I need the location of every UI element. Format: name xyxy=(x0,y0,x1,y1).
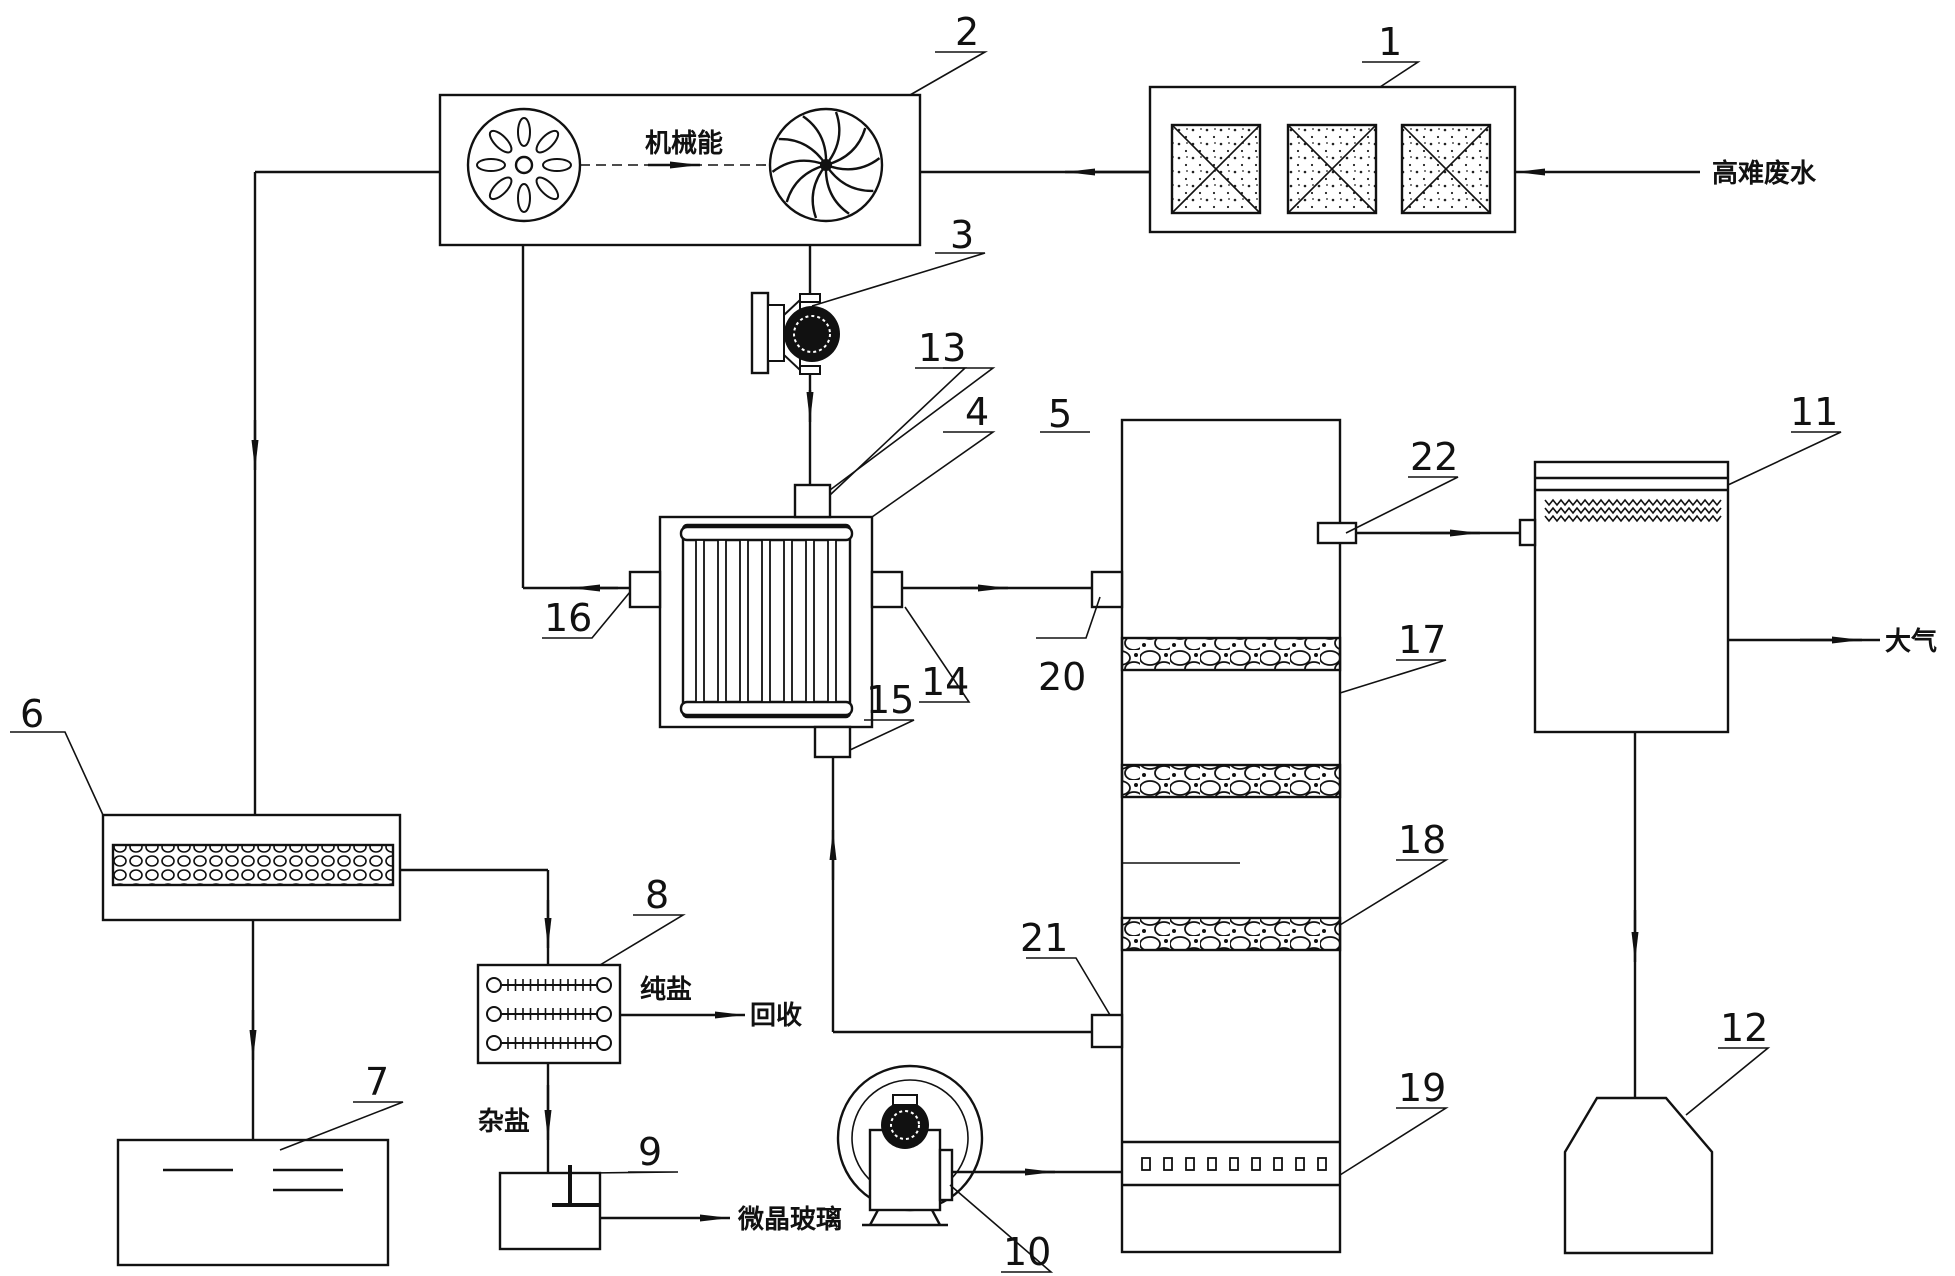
gas-absorber-11 xyxy=(1518,460,1730,734)
label-1: 1 xyxy=(1378,20,1402,64)
label-13: 13 xyxy=(918,326,966,370)
salt-separator-8 xyxy=(476,963,622,1065)
storage-tank-7 xyxy=(116,1138,390,1267)
pure-salt-label: 纯盐 xyxy=(640,974,692,1005)
turbine-right xyxy=(768,107,884,223)
label-11: 11 xyxy=(1790,390,1838,434)
mixed-salt-label: 杂盐 xyxy=(478,1107,530,1137)
label-20: 20 xyxy=(1038,655,1086,699)
leader-lines xyxy=(10,51,1842,1273)
label-7: 7 xyxy=(365,1060,389,1104)
port-13 xyxy=(793,483,832,519)
label-6: 6 xyxy=(20,692,44,736)
turbine-left xyxy=(466,107,582,223)
label-15: 15 xyxy=(866,678,914,722)
label-9: 9 xyxy=(638,1130,662,1174)
port-21 xyxy=(1090,1013,1124,1049)
mechanical-energy-label: 机械能 xyxy=(645,128,723,159)
high-pressure-pump-3 xyxy=(750,291,840,375)
label-18: 18 xyxy=(1398,818,1446,862)
port-22 xyxy=(1316,521,1358,545)
label-12: 12 xyxy=(1720,1006,1768,1050)
blower-10 xyxy=(836,1064,984,1227)
energy-recovery-unit-2 xyxy=(438,93,922,247)
port-20 xyxy=(1090,570,1124,609)
atmosphere-label: 大气 xyxy=(1885,626,1937,657)
pretreatment-unit-1 xyxy=(1148,85,1517,234)
absorption-tower-5 xyxy=(1090,418,1358,1254)
wastewater-label: 高难废水 xyxy=(1712,158,1817,189)
filter-cell-3 xyxy=(1400,123,1492,215)
label-14: 14 xyxy=(921,660,969,704)
filter-cell-2 xyxy=(1286,123,1378,215)
gas-distributor-19 xyxy=(1141,1157,1327,1171)
label-3: 3 xyxy=(950,213,974,257)
packing-layer-3 xyxy=(1120,916,1342,952)
label-10: 10 xyxy=(1003,1230,1051,1274)
filter-cell-1 xyxy=(1170,123,1262,215)
packing-layer-1 xyxy=(1120,636,1342,672)
label-4: 4 xyxy=(965,390,989,434)
component-numbers: 1 2 3 4 5 6 7 8 9 10 11 12 13 14 15 16 1… xyxy=(20,10,1838,1274)
glass-furnace-9 xyxy=(498,1165,602,1251)
recycle-label: 回收 xyxy=(750,1001,802,1031)
membrane-reactor-4 xyxy=(658,515,874,729)
label-8: 8 xyxy=(645,873,669,917)
port-16 xyxy=(628,570,662,609)
label-19: 19 xyxy=(1398,1066,1446,1110)
port-14 xyxy=(870,570,904,609)
label-2: 2 xyxy=(955,10,979,54)
label-22: 22 xyxy=(1410,435,1458,479)
port-15 xyxy=(813,725,852,759)
separation-unit-6 xyxy=(101,813,402,922)
packing-layer-2 xyxy=(1120,763,1342,799)
product-tank-12 xyxy=(1563,1096,1714,1255)
glass-ceramic-label: 微晶玻璃 xyxy=(737,1204,842,1235)
flow-lines xyxy=(249,168,1880,1222)
label-16: 16 xyxy=(544,596,592,640)
label-17: 17 xyxy=(1398,618,1446,662)
label-21: 21 xyxy=(1020,916,1068,960)
label-5: 5 xyxy=(1048,392,1072,436)
